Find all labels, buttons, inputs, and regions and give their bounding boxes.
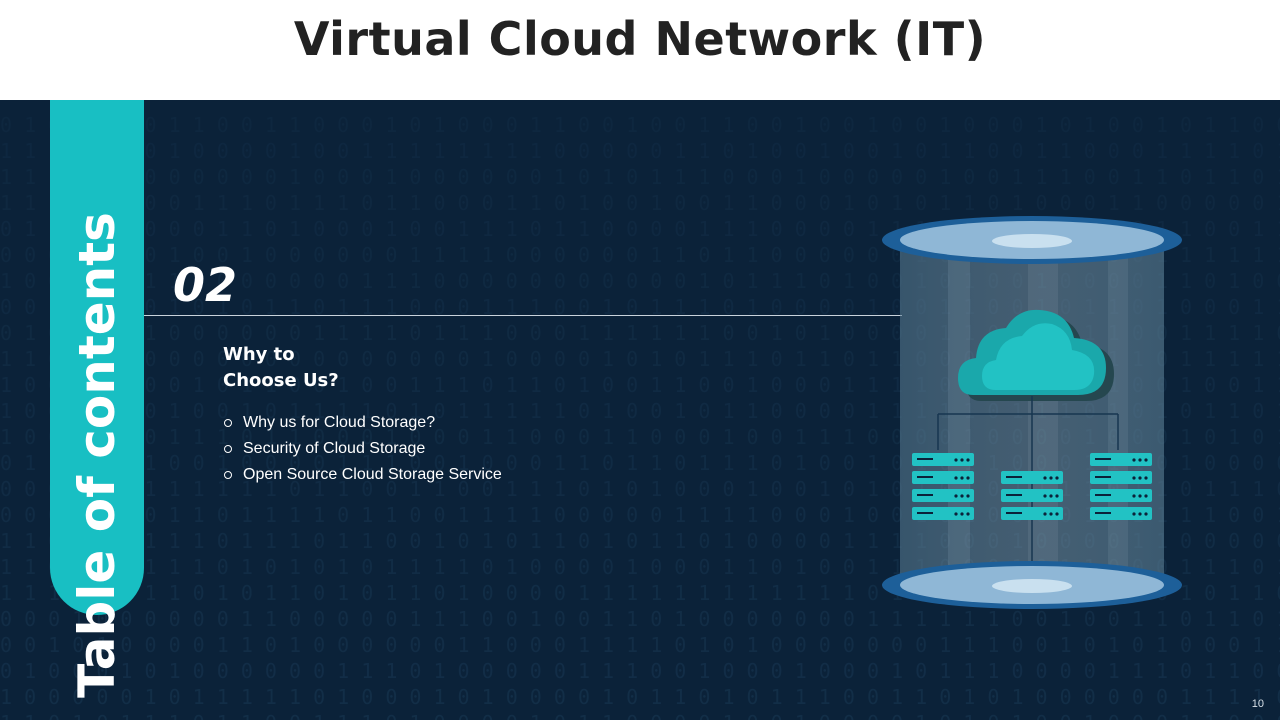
list-item-label: Why us for Cloud Storage? [243, 414, 436, 431]
cylinder-top-cap [882, 216, 1182, 264]
server-rack-icon [1090, 453, 1152, 520]
svg-text:0 0 1 0 1 0 0 0 0 1 1 0 1 0 0: 0 0 1 0 1 0 0 0 0 1 1 0 1 0 0 0 0 0 0 1 … [0, 633, 1280, 657]
list-item: Why us for Cloud Storage? [223, 410, 502, 436]
divider-line [144, 315, 902, 316]
page-number: 10 [1251, 698, 1264, 710]
section-heading: Why to Choose Us? [223, 342, 443, 394]
title-bar: Virtual Cloud Network (IT) [0, 0, 1280, 100]
server-rack-icon [912, 453, 974, 520]
svg-text:1 1 1 1 1 1 0 0 1 1 1 0 1 1 1: 1 1 1 1 1 1 0 0 1 1 1 0 1 1 1 0 1 1 0 0 … [0, 191, 1280, 215]
svg-text:1 1 1 0 0 0 0 0 0 0 0 0 1 0 0: 1 1 1 0 0 0 0 0 0 0 0 0 1 0 0 0 1 0 0 0 … [0, 165, 1280, 189]
network-lines [937, 396, 1119, 580]
slide-title: Virtual Cloud Network (IT) [293, 12, 987, 66]
svg-text:1 1 1 0 0 0 0 1 0 0 0 0 1 0 0: 1 1 1 0 0 0 0 1 0 0 0 0 1 0 0 1 1 1 1 1 … [0, 139, 1280, 163]
section-number: 02 [173, 258, 238, 312]
bullet-circle-icon [224, 419, 232, 427]
list-item: Open Source Cloud Storage Service [223, 462, 502, 488]
list-item-label: Open Source Cloud Storage Service [243, 466, 502, 483]
section-heading-line-2: Choose Us? [223, 370, 339, 391]
cylinder-bottom-cap [882, 561, 1182, 609]
svg-text:0 1 0 0 0 1 0 1 1 0 0 1 1 0 0: 0 1 0 0 0 1 0 1 1 0 0 1 1 0 0 0 1 0 1 0 … [0, 113, 1280, 137]
svg-text:0 0 0 1 0 0 0 0 0 0 1 1 0 0 0: 0 0 0 1 0 0 0 0 0 0 1 1 0 0 0 0 0 1 1 1 … [0, 607, 1280, 631]
cloud-icon [958, 309, 1114, 401]
list-item: Security of Cloud Storage [223, 436, 502, 462]
slide-body: 0 1 0 0 0 1 0 1 1 0 0 1 1 0 0 0 1 0 1 0 … [0, 100, 1280, 720]
svg-text:1 1 0 1 0 1 1 1 0 1 1 0 0 1 1: 1 1 0 1 0 1 1 1 0 1 1 0 0 1 1 1 0 1 0 0 … [0, 711, 1280, 720]
topic-list: Why us for Cloud Storage? Security of Cl… [223, 410, 502, 488]
list-item-label: Security of Cloud Storage [243, 440, 426, 457]
cloud-storage-illustration [882, 216, 1182, 609]
bullet-circle-icon [224, 445, 232, 453]
server-rack-icon [1001, 471, 1063, 520]
bullet-circle-icon [224, 471, 232, 479]
svg-text:0 1 0 0 0 1 0 1 0 0 0 0 0 0 1: 0 1 0 0 0 1 0 1 0 0 0 0 0 0 1 1 1 0 1 0 … [0, 659, 1280, 683]
section-heading-line-1: Why to [223, 344, 295, 365]
svg-text:1 0 0 0 0 0 1 0 1 1 1 1 1 0 1: 1 0 0 0 0 0 1 0 1 1 1 1 1 0 1 0 0 0 1 0 … [0, 685, 1280, 709]
toc-label: Table of contents [68, 212, 126, 698]
toc-tab [50, 100, 144, 615]
